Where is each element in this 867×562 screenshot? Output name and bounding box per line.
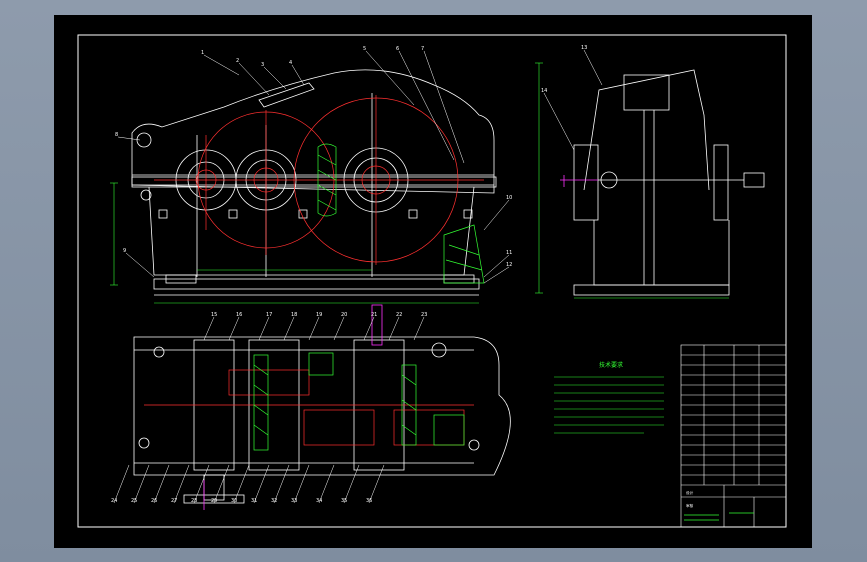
bottom-leader-29	[213, 464, 230, 504]
notes-title: 技术要求	[599, 361, 623, 369]
bottom-leader-15	[203, 316, 215, 341]
bottom-callout-15: 15	[211, 312, 217, 318]
bottom-leader-16	[228, 316, 240, 341]
bottom-callout-21: 21	[371, 312, 377, 318]
bottom-callout-34: 34	[316, 498, 322, 504]
outer-frame	[77, 34, 787, 528]
front-leader-12	[483, 266, 510, 284]
front-leader-5	[365, 50, 415, 106]
bottom-leader-19	[308, 316, 320, 341]
bottom-leader-30	[233, 464, 250, 504]
top-gears	[144, 369, 474, 446]
front-callout-11: 11	[506, 250, 512, 256]
front-leader-9	[125, 252, 155, 278]
bottom-leader-22	[388, 316, 400, 341]
bottom-callout-18: 18	[291, 312, 297, 318]
bottom-leader-31	[253, 464, 270, 504]
front-callout-9: 9	[123, 248, 126, 254]
front-leader-7	[423, 50, 465, 164]
bottom-callout-35: 35	[341, 498, 347, 504]
side-leader-14	[543, 92, 575, 151]
side-view	[573, 69, 765, 296]
front-callout-2: 2	[236, 58, 239, 64]
front-leader-3	[263, 66, 287, 90]
bottom-callout-28: 28	[191, 498, 197, 504]
bottom-callout-17: 17	[266, 312, 272, 318]
front-callout-4: 4	[289, 60, 292, 66]
bottom-callout-26: 26	[151, 498, 157, 504]
bottom-leader-32	[273, 464, 290, 504]
bottom-leader-35	[343, 464, 360, 504]
title-label-b: 审核	[686, 503, 694, 508]
front-callout-7: 7	[421, 46, 424, 52]
front-leader-1	[203, 54, 240, 76]
bottom-leader-33	[293, 464, 310, 504]
bottom-leader-18	[283, 316, 295, 341]
drawing-canvas[interactable]: 技术要求 设计 审核	[54, 15, 812, 548]
bottom-callout-31: 31	[251, 498, 257, 504]
title-block-green	[684, 512, 754, 521]
bottom-callout-16: 16	[236, 312, 242, 318]
bottom-callout-20: 20	[341, 312, 347, 318]
bottom-leader-24	[113, 464, 130, 504]
notes-lines	[554, 376, 664, 434]
top-section-view	[133, 336, 511, 504]
bottom-leader-26	[153, 464, 170, 504]
bottom-callout-30: 30	[231, 498, 237, 504]
bottom-callout-23: 23	[421, 312, 427, 318]
bottom-callout-19: 19	[316, 312, 322, 318]
front-hatch	[317, 143, 485, 284]
top-hatch	[253, 352, 465, 451]
bottom-leader-23	[413, 316, 425, 341]
bottom-callout-33: 33	[291, 498, 297, 504]
bottom-callout-24: 24	[111, 498, 117, 504]
bottom-leader-20	[333, 316, 345, 341]
front-leader-2	[238, 62, 270, 96]
bottom-leader-21	[363, 316, 375, 341]
front-callout-1: 1	[201, 50, 204, 56]
cad-drawing: 技术要求 设计 审核	[77, 34, 787, 528]
bottom-callout-25: 25	[131, 498, 137, 504]
front-dimensions	[110, 182, 479, 304]
front-leader-11	[483, 254, 510, 278]
front-leader-8	[117, 136, 141, 141]
front-leader-6	[398, 50, 455, 161]
bottom-callout-32: 32	[271, 498, 277, 504]
bottom-leader-28	[193, 464, 210, 504]
bottom-leader-34	[318, 464, 335, 504]
top-shaft	[203, 304, 383, 510]
bottom-leader-17	[258, 316, 270, 341]
front-callout-10: 10	[506, 195, 512, 201]
title-label-a: 设计	[686, 490, 694, 495]
front-leader-4	[291, 64, 305, 86]
bottom-callout-29: 29	[211, 498, 217, 504]
bottom-leader-25	[133, 464, 150, 504]
bottom-callout-36: 36	[366, 498, 372, 504]
side-leader-13	[583, 49, 603, 86]
bottom-leader-27	[173, 464, 190, 504]
bottom-leader-36	[368, 464, 385, 504]
front-callout-3: 3	[261, 62, 264, 68]
side-callout-13: 13	[581, 45, 587, 51]
bottom-callout-27: 27	[171, 498, 177, 504]
front-leader-10	[483, 199, 510, 231]
front-callout-5: 5	[363, 46, 366, 52]
front-callout-8: 8	[115, 132, 118, 138]
front-callout-6: 6	[396, 46, 399, 52]
front-callout-12: 12	[506, 262, 512, 268]
bottom-callout-22: 22	[396, 312, 402, 318]
side-callout-14: 14	[541, 88, 547, 94]
side-shaft	[560, 175, 598, 187]
side-dimensions	[535, 62, 729, 299]
front-view	[131, 69, 497, 296]
title-block	[680, 344, 787, 528]
gear-circles	[154, 95, 484, 265]
